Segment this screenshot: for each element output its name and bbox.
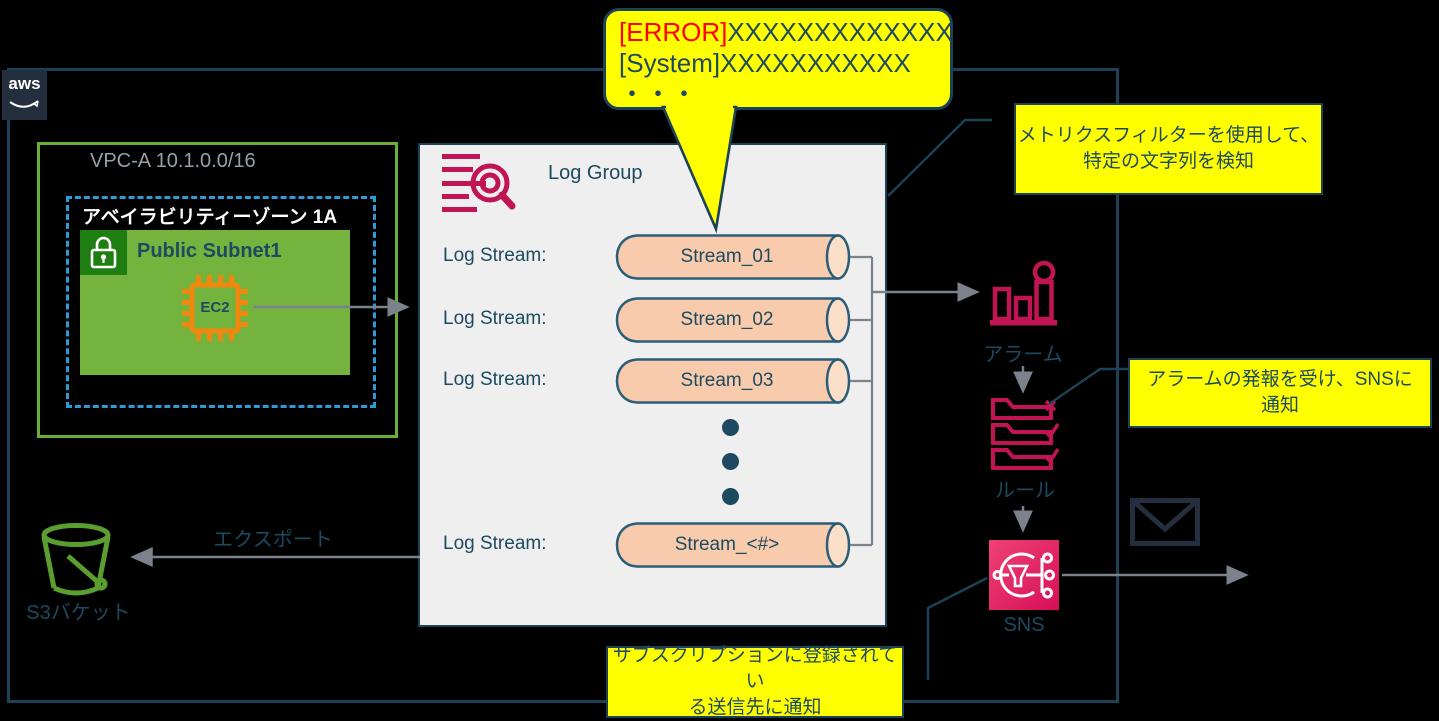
log-stream-cylinder: Stream_03 xyxy=(612,357,852,405)
sns-label: SNS xyxy=(1003,614,1045,636)
stream-name: Stream_<#> xyxy=(674,534,780,555)
bubble-line1: [ERROR]XXXXXXXXXXXXX xyxy=(619,17,953,47)
log-stream-label: Log Stream: xyxy=(443,245,547,266)
aws-logo-icon: aws xyxy=(2,70,47,120)
stream-bus-lines xyxy=(850,255,874,547)
s3-bucket-icon xyxy=(38,522,114,600)
availability-zone-box xyxy=(66,196,376,408)
stream-name: Stream_03 xyxy=(680,370,774,391)
ellipsis-dot xyxy=(722,453,739,470)
ec2-label: EC2 xyxy=(200,299,230,316)
subnet-lock-badge xyxy=(80,230,127,275)
log-stream-cylinder: Stream_01 xyxy=(612,233,852,281)
log-stream-cylinder: Stream_02 xyxy=(612,296,852,344)
vpc-box xyxy=(37,142,398,438)
sns-icon xyxy=(989,540,1059,610)
public-subnet-box: Public Subnet1 xyxy=(80,230,350,375)
aws-cloud-boundary xyxy=(7,68,1119,703)
log-group-title: Log Group xyxy=(548,162,643,184)
aws-logo-text: aws xyxy=(8,74,41,93)
alarm-icon xyxy=(989,256,1059,328)
subnet-label: Public Subnet1 xyxy=(137,240,282,262)
rule-icon xyxy=(991,398,1061,470)
ellipsis-dot xyxy=(722,419,739,436)
callout-alarm-to-sns: アラームの発報を受け、SNSに 通知 xyxy=(1128,358,1432,428)
log-stream-cylinder: Stream_<#> xyxy=(612,521,852,569)
bubble-tail xyxy=(661,104,738,234)
ec2-chip-icon: EC2 xyxy=(182,275,248,341)
leader-subscription xyxy=(926,576,988,680)
stream-name: Stream_01 xyxy=(680,246,774,267)
rule-label: ルール xyxy=(995,480,1055,502)
cloudwatch-logs-icon xyxy=(438,148,522,218)
availability-zone-label: アベイラビリティーゾーン 1A xyxy=(82,207,338,228)
lock-icon xyxy=(90,236,117,269)
log-stream-label: Log Stream: xyxy=(443,533,547,554)
callout-subscription: サブスクリプションに登録されてい る送信先に通知 xyxy=(606,645,904,718)
mail-icon xyxy=(1130,498,1200,546)
leader-alarm-to-sns xyxy=(1048,367,1128,405)
log-stream-label: Log Stream: xyxy=(443,369,547,390)
stream-name: Stream_02 xyxy=(680,309,774,330)
aws-smile-swoosh xyxy=(9,100,39,108)
ellipsis-dot xyxy=(722,488,739,505)
export-label: エクスポート xyxy=(213,529,333,551)
log-stream-label: Log Stream: xyxy=(443,308,547,329)
leader-metric-filter xyxy=(887,118,992,197)
callout-metric-filter: メトリクスフィルターを使用して、 特定の文字列を検知 xyxy=(1014,103,1323,195)
error-token: [ERROR] xyxy=(619,17,728,47)
bubble-line2: [System]XXXXXXXXXXX xyxy=(619,48,911,78)
vpc-label: VPC-A 10.1.0.0/16 xyxy=(90,150,256,172)
s3-label: S3バケット xyxy=(26,602,131,624)
alarm-label: アラーム xyxy=(983,344,1063,366)
log-sample-bubble: [ERROR]XXXXXXXXXXXXX [System]XXXXXXXXXXX… xyxy=(603,8,953,110)
